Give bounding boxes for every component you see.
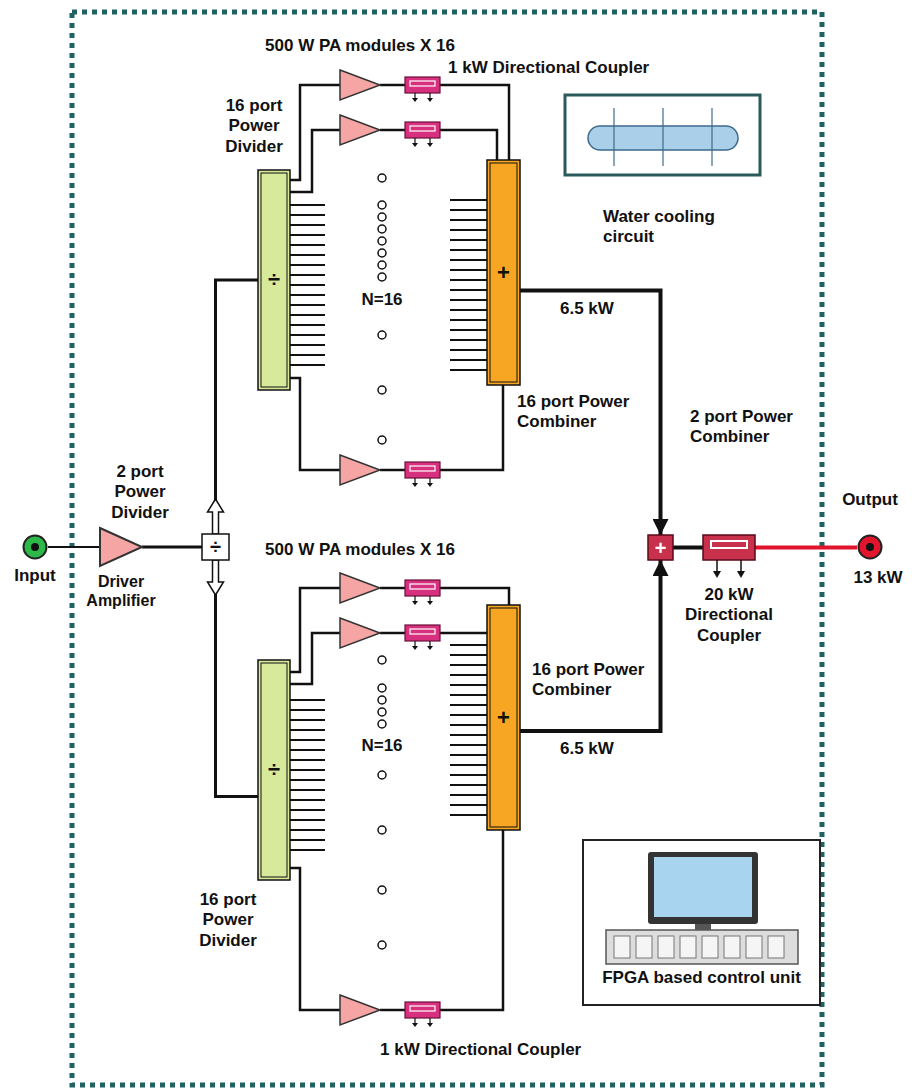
driver-amplifier: Driver Amplifier [100,528,142,566]
power-divider-16port: ÷16 port Power Divider [258,170,290,390]
combine-symbol: + [497,707,510,729]
port-label: Input [2,566,68,586]
node-outline [703,535,755,560]
cooling-pipe [588,108,738,166]
divide-symbol: ÷ [268,759,280,781]
signal-line [673,546,703,550]
power-combiner-2port: +2 port Power Combiner [648,535,673,560]
signal-line [520,560,661,731]
divider-label: 2 port Power Divider [102,462,178,523]
signal-line [216,280,259,534]
part-label: 1 kW Directional Coupler [448,58,663,78]
signal-line [142,546,202,549]
directional-coupler-20kw: 20 kW Directional Coupler [703,535,755,560]
enclosure-border [72,12,822,1085]
node-outline [857,534,883,560]
node-outline [22,534,48,560]
control-unit-box: FPGA based control unit [583,840,820,1005]
control-label: FPGA based control unit [583,968,820,988]
port-label: Output [835,490,905,510]
part-label: 500 W PA modules X 16 [250,36,470,56]
power-divider-16port: ÷16 port Power Divider [258,660,290,880]
input-port: Input [22,534,48,560]
module-count: N=16 [355,736,409,756]
output-port: Output [857,534,883,560]
combine-symbol: + [497,262,510,284]
node-outline [100,528,142,566]
power-combiner-16port: +16 port Power Combiner [487,160,520,385]
divide-symbol: ÷ [210,537,221,557]
signal-line [216,560,259,796]
divide-symbol: ÷ [268,269,280,291]
cooling-label: Water cooling circuit [603,207,753,248]
power-value: 6.5 kW [558,299,616,319]
combiner-label: 16 port Power Combiner [532,660,667,701]
amplifier-label: Driver Amplifier [75,572,167,610]
node-outline [565,95,760,175]
coupler-label: 20 kW Directional Coupler [679,585,779,646]
part-label: 1 kW Directional Coupler [380,1040,595,1060]
divider-label: 16 port Power Divider [218,96,290,157]
part-label: 500 W PA modules X 16 [250,540,470,560]
power-divider-2port: ÷2 port Power Divider [202,534,229,560]
power-value: 6.5 kW [558,739,616,759]
combiner-label: 16 port Power Combiner [517,392,652,433]
combiner-label: 2 port Power Combiner [690,407,805,448]
power-combiner-16port: +16 port Power Combiner [487,605,520,830]
water-cooling-box: Water cooling circuit [565,95,760,175]
signal-line [48,546,100,548]
combine-symbol: + [655,538,667,558]
power-value: 13 kW [848,568,908,588]
signal-line [755,546,857,550]
divider-label: 16 port Power Divider [188,890,268,951]
module-count: N=16 [355,290,409,310]
computer-monitor [648,852,758,930]
server-rack [606,930,798,964]
